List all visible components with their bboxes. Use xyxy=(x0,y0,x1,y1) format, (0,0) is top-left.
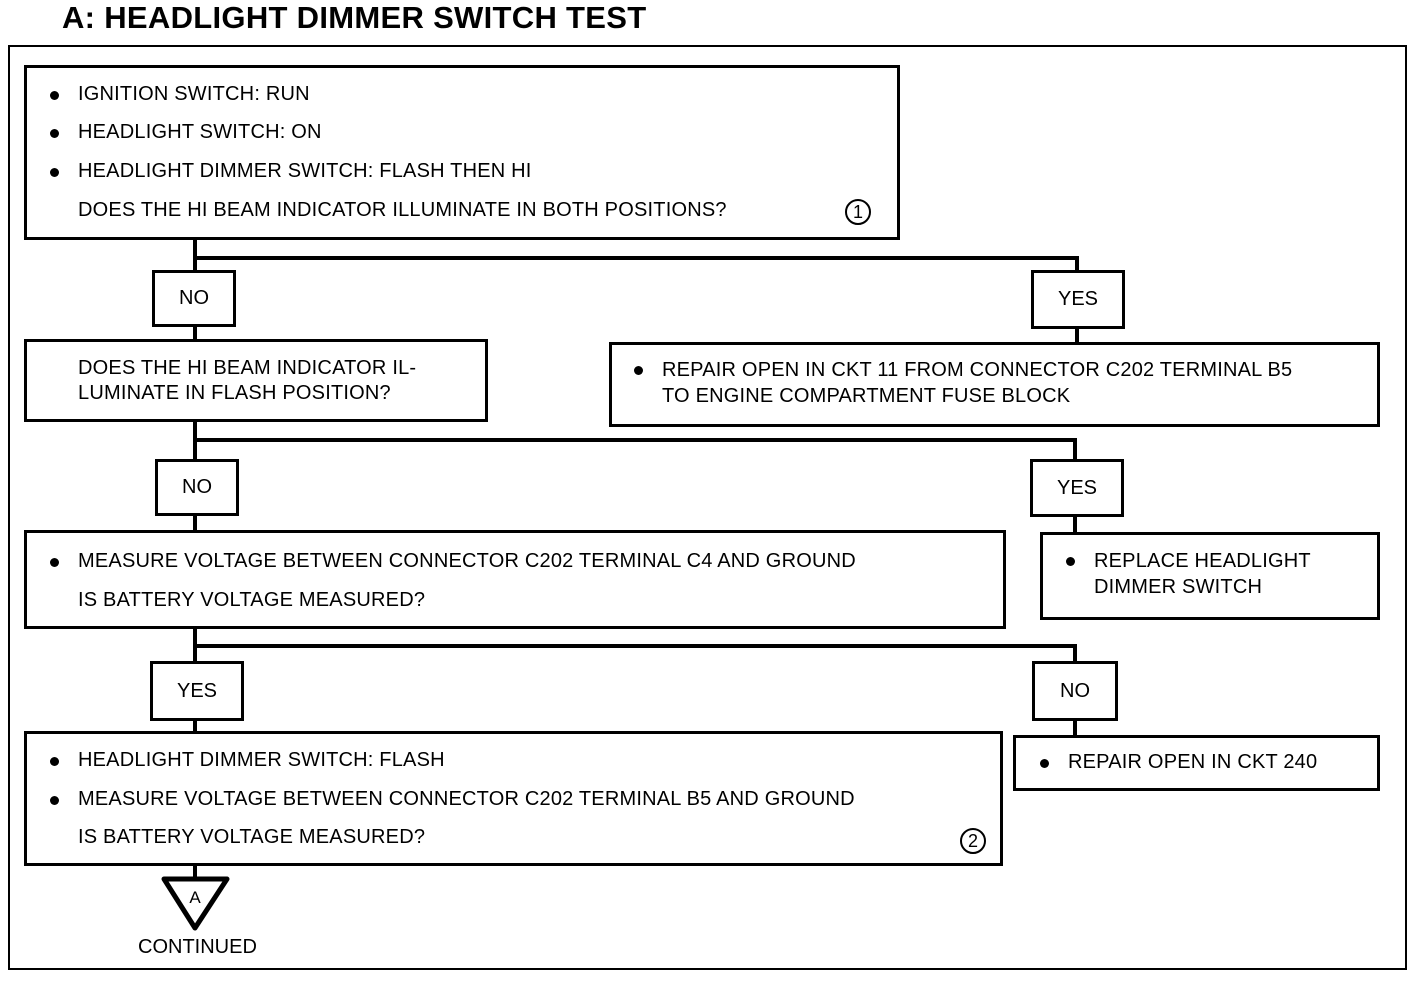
branch-1-yes-label: YES xyxy=(1031,270,1125,329)
bullet xyxy=(50,91,59,100)
bullet xyxy=(50,757,59,766)
step-3-question: IS BATTERY VOLTAGE MEASURED? xyxy=(78,589,426,611)
step-2-box xyxy=(24,339,488,422)
bullet xyxy=(634,366,643,375)
step-1-marker: 1 xyxy=(845,199,871,225)
connector-letter: A xyxy=(189,888,201,907)
result-1-box xyxy=(609,342,1380,427)
step-3-bullet: MEASURE VOLTAGE BETWEEN CONNECTOR C202 T… xyxy=(78,550,856,572)
step-4-bullet-2: MEASURE VOLTAGE BETWEEN CONNECTOR C202 T… xyxy=(78,788,855,810)
result-2-box xyxy=(1040,532,1380,620)
continued-triangle xyxy=(161,876,230,931)
bullet xyxy=(1066,557,1075,566)
continued-label: CONTINUED xyxy=(138,936,257,958)
step-4-marker: 2 xyxy=(960,828,986,854)
connector-line xyxy=(195,438,1077,462)
result-1-line-2: TO ENGINE COMPARTMENT FUSE BLOCK xyxy=(662,385,1071,407)
step-1-bullet-3: HEADLIGHT DIMMER SWITCH: FLASH THEN HI xyxy=(78,160,532,182)
result-3-box xyxy=(1013,735,1380,791)
bullet xyxy=(1040,759,1049,768)
result-1-line-1: REPAIR OPEN IN CKT 11 FROM CONNECTOR C20… xyxy=(662,359,1293,381)
bullet xyxy=(50,558,59,567)
bullet xyxy=(50,796,59,805)
bullet xyxy=(50,129,59,138)
connector-line xyxy=(195,644,1077,663)
step-2-line-2: LUMINATE IN FLASH POSITION? xyxy=(78,382,391,404)
step-2-line-1: DOES THE HI BEAM INDICATOR IL- xyxy=(78,357,417,379)
result-3-text: REPAIR OPEN IN CKT 240 xyxy=(1068,751,1318,773)
branch-3-yes-label: YES xyxy=(150,661,244,721)
page-title: A: HEADLIGHT DIMMER SWITCH TEST xyxy=(62,0,647,35)
result-2-line-2: DIMMER SWITCH xyxy=(1094,576,1263,598)
step-1-bullet-2: HEADLIGHT SWITCH: ON xyxy=(78,121,322,143)
bullet xyxy=(50,168,59,177)
step-4-box xyxy=(24,731,1003,866)
step-1-box xyxy=(24,65,900,240)
step-1-bullet-1: IGNITION SWITCH: RUN xyxy=(78,83,310,105)
connector-line xyxy=(195,256,1079,272)
branch-3-no-label: NO xyxy=(1032,661,1118,721)
diagram-frame xyxy=(8,45,1407,970)
step-1-question: DOES THE HI BEAM INDICATOR ILLUMINATE IN… xyxy=(78,199,727,221)
step-4-bullet-1: HEADLIGHT DIMMER SWITCH: FLASH xyxy=(78,749,445,771)
branch-2-yes-label: YES xyxy=(1030,459,1124,517)
step-4-question: IS BATTERY VOLTAGE MEASURED? xyxy=(78,826,426,848)
result-2-line-1: REPLACE HEADLIGHT xyxy=(1094,550,1311,572)
branch-1-no-label: NO xyxy=(152,270,236,327)
branch-2-no-label: NO xyxy=(155,459,239,516)
step-3-box xyxy=(24,530,1006,629)
